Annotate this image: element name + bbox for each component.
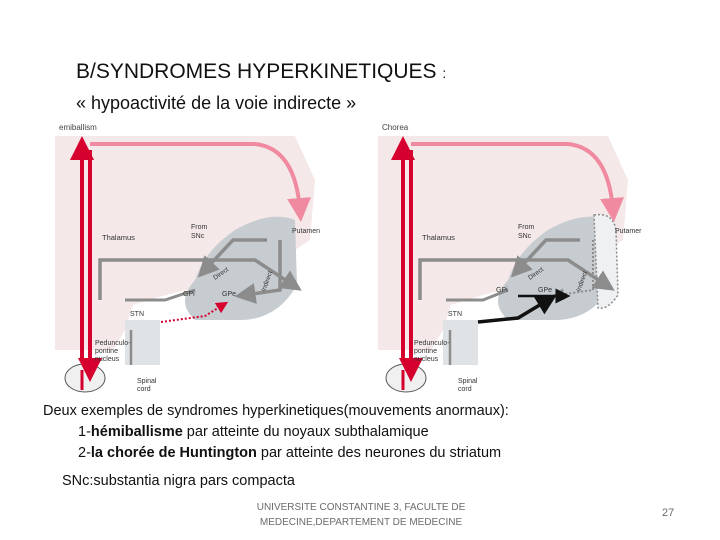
pedunculo-label-1: Pedunculo- xyxy=(414,340,450,347)
stn-label: STN xyxy=(448,311,462,318)
chorea-diagram-svg: Chorea Thalamus From SNc Putamer Direct … xyxy=(378,123,642,393)
pedunculo-label-2: pontine xyxy=(414,348,437,355)
list-item-bold: la chorée de Huntington xyxy=(90,445,257,461)
thalamus-label: Thalamus xyxy=(422,233,455,242)
gpe-label: GPe xyxy=(222,291,236,298)
stn-label: STN xyxy=(130,311,144,318)
spinal-cord-label-1: Spinal xyxy=(137,378,157,385)
list-item-number: 1- xyxy=(78,424,91,440)
slide-title-colon: : xyxy=(442,65,447,81)
from-snc-label-2: SNc xyxy=(191,233,205,240)
pedunculo-label-1: Pedunculo- xyxy=(95,340,131,347)
gpe-stn-path xyxy=(477,294,558,324)
direct-arrow xyxy=(510,238,580,278)
snc-note: SNc:substantia nigra pars compacta xyxy=(62,473,295,489)
list-item-rest: par atteinte du noyaux subthalamique xyxy=(182,424,429,440)
putamen-label: Putamer xyxy=(615,228,642,235)
basal-ganglia-region xyxy=(185,216,297,320)
slide-title: B/SYNDROMES HYPERKINETIQUES : xyxy=(76,60,446,84)
slide-title-text: B/SYNDROMES HYPERKINETIQUES xyxy=(76,60,437,83)
hemiballism-diagram: emiballism Thalamus From SNc Putamen Dir… xyxy=(55,120,395,398)
spinal-cord-section xyxy=(64,363,106,393)
footer-text: UNIVERSITE CONSTANTINE 3, FACULTE DE MED… xyxy=(256,502,466,528)
gpe-label: GPe xyxy=(538,287,552,294)
pedunculo-label-2: pontine xyxy=(95,348,118,355)
pedunculo-label-3: nucleus xyxy=(414,356,439,363)
stn-dotted-path xyxy=(160,301,229,323)
brainstem xyxy=(125,320,160,365)
list-item: 2-la chorée de Huntington par atteinte d… xyxy=(78,445,501,461)
spinal-cord-label-2: cord xyxy=(137,386,151,393)
from-snc-label-2: SNc xyxy=(518,233,532,240)
gpi-output-path xyxy=(446,288,509,302)
spinal-cord-label-1: Spinal xyxy=(458,378,478,385)
spinal-cord-section xyxy=(385,363,427,393)
gpi-output-path xyxy=(125,288,196,302)
pedunculo-label-3: nucleus xyxy=(95,356,120,363)
pink-cortico-striatal-path xyxy=(90,142,311,222)
gpi-label: GPi xyxy=(183,291,195,298)
from-snc-label-1: From xyxy=(191,224,208,231)
brainstem xyxy=(443,320,478,365)
indirect-arrow xyxy=(234,240,282,304)
panel-label: emiballism xyxy=(59,123,97,132)
description-line: Deux exemples de syndromes hyperkinetiqu… xyxy=(43,403,509,419)
brain-section xyxy=(378,136,628,350)
putamen-label: Putamen xyxy=(292,228,320,235)
list-item: 1-hémiballisme par atteinte du noyaux su… xyxy=(78,424,429,440)
list-item-number: 2- xyxy=(78,445,91,461)
page-number: 27 xyxy=(662,507,675,519)
gray-thalamo-path xyxy=(418,258,615,300)
from-snc-label-1: From xyxy=(518,224,535,231)
direct-arrow xyxy=(197,238,267,278)
pink-cortico-striatal-path xyxy=(411,142,624,222)
slide-subtitle: « hypoactivité de la voie indirecte » xyxy=(76,93,357,113)
gpi-label: GPi xyxy=(496,287,508,294)
panel-label: Chorea xyxy=(382,123,409,132)
spinal-cord-label-2: cord xyxy=(458,386,472,393)
list-item-bold: hémiballisme xyxy=(90,424,183,440)
basal-ganglia-region xyxy=(498,216,612,320)
chorea-diagram: Chorea Thalamus From SNc Putamer Direct … xyxy=(378,120,718,398)
hemiballism-diagram-svg: emiballism Thalamus From SNc Putamen Dir… xyxy=(55,123,320,393)
brain-section xyxy=(55,136,315,350)
list-item-rest: par atteinte des neurones du striatum xyxy=(256,445,502,461)
gray-thalamo-path xyxy=(98,258,302,300)
thalamus-label: Thalamus xyxy=(102,233,135,242)
